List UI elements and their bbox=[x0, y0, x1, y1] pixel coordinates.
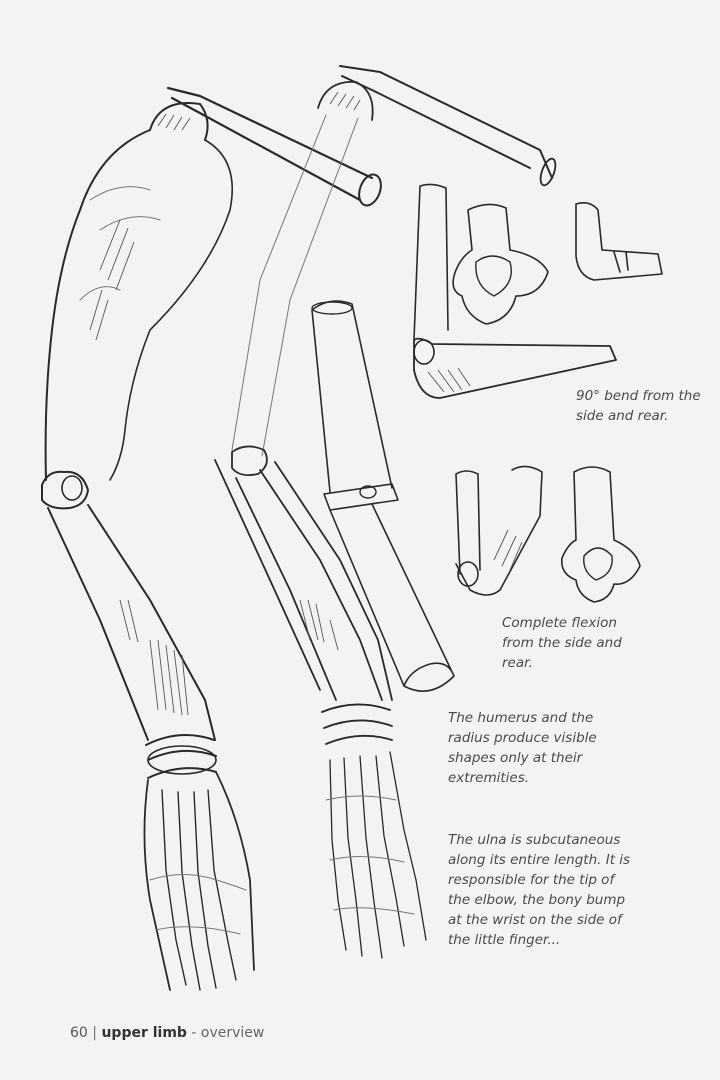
bend-studies bbox=[413, 183, 663, 399]
caption-humerus-radius: The humerus and the radius produce visib… bbox=[448, 710, 597, 786]
caption-complete-flexion: Complete flexion from the side and rear. bbox=[502, 615, 622, 671]
subsection-title: - overview bbox=[191, 1025, 265, 1041]
footer-separator: | bbox=[92, 1025, 97, 1041]
flexion-studies bbox=[455, 465, 641, 603]
caption-ulna: The ulna is subcutaneous along its entir… bbox=[448, 832, 631, 948]
caption-90-degree-bend: 90° bend from the side and rear. bbox=[576, 388, 701, 424]
section-title: upper limb bbox=[101, 1025, 187, 1041]
cylinder-block-model bbox=[311, 300, 455, 692]
muscular-arm-drawing bbox=[41, 86, 382, 991]
skeletal-arm-drawing bbox=[214, 65, 557, 959]
page-footer: 60 | upper limb - overview bbox=[70, 1025, 264, 1041]
page-number: 60 bbox=[70, 1025, 88, 1041]
